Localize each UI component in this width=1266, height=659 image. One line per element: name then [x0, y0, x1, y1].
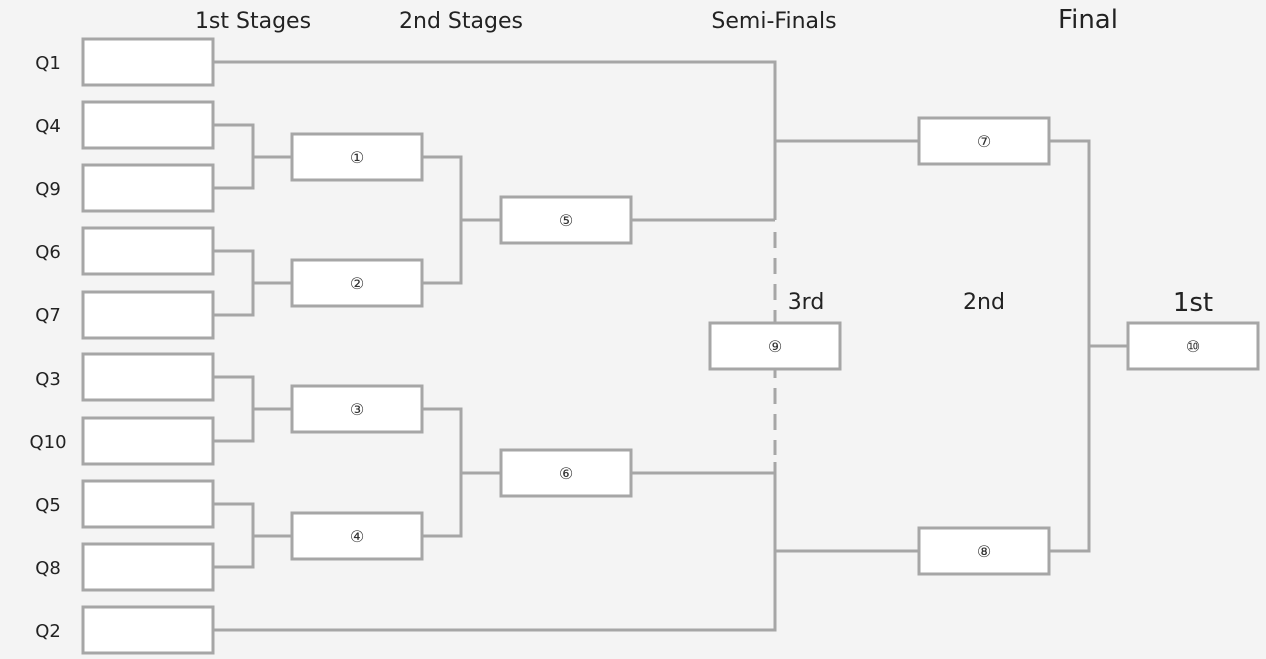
connector-m3-m4	[422, 407, 501, 538]
match-number: ①	[350, 148, 364, 167]
match-box-6: ⑥	[499, 448, 633, 498]
qualifier-label-q1: Q1	[35, 53, 61, 74]
qualifier-label-q7: Q7	[35, 305, 61, 326]
entry-box-q6	[81, 226, 215, 276]
header-semi-finals: Semi-Finals	[711, 9, 836, 34]
match-number: ②	[350, 274, 364, 293]
match-number: ③	[350, 400, 364, 419]
entry-box-q3	[81, 352, 215, 402]
match-number: ⑦	[977, 132, 991, 151]
match-box-1: ①	[290, 132, 424, 182]
match-box-2: ②	[290, 258, 424, 308]
place-label-third: 3rd	[788, 290, 825, 315]
qualifier-label-q9: Q9	[35, 179, 61, 200]
connector-final	[1049, 139, 1128, 553]
qualifier-label-q2: Q2	[35, 621, 61, 642]
header-1st-stages: 1st Stages	[195, 9, 311, 34]
qualifier-label-q4: Q4	[35, 116, 61, 137]
entry-box-q5	[81, 479, 215, 529]
header-final: Final	[1058, 5, 1118, 35]
match-box-10-final: ⑩	[1126, 321, 1260, 371]
match-box-8: ⑧	[917, 526, 1051, 576]
qualifier-label-q6: Q6	[35, 242, 61, 263]
qualifier-label-q8: Q8	[35, 558, 61, 579]
connector-q3-q10	[213, 375, 292, 443]
match-number: ⑨	[768, 337, 782, 356]
connector-q6-q7	[213, 249, 292, 317]
entry-box-q7	[81, 290, 215, 340]
entry-box-q4	[81, 100, 215, 150]
entry-box-q1	[81, 37, 215, 87]
entry-box-q2	[81, 605, 215, 655]
match-number: ④	[350, 527, 364, 546]
place-label-second: 2nd	[963, 290, 1005, 315]
entry-box-q10	[81, 416, 215, 466]
place-label-first: 1st	[1173, 288, 1213, 318]
connector-m1-m2	[422, 155, 501, 285]
qualifier-label-q3: Q3	[35, 369, 61, 390]
entry-box-q9	[81, 163, 215, 213]
header-2nd-stages: 2nd Stages	[399, 9, 523, 34]
qualifier-label-q5: Q5	[35, 495, 61, 516]
match-number: ⑩	[1186, 337, 1200, 356]
match-number: ⑤	[559, 211, 573, 230]
connector-q2-semi	[213, 462, 777, 632]
match-box-4: ④	[290, 511, 424, 561]
match-box-5: ⑤	[499, 195, 633, 245]
connector-q5-q8	[213, 502, 292, 569]
match-number: ⑥	[559, 464, 573, 483]
connector-q4-q9	[213, 123, 292, 190]
entry-box-q8	[81, 542, 215, 592]
match-box-7: ⑦	[917, 116, 1051, 166]
match-box-9-third-place: ⑨	[708, 321, 842, 371]
match-box-3: ③	[290, 384, 424, 434]
qualifier-label-q10: Q10	[29, 432, 66, 453]
match-number: ⑧	[977, 542, 991, 561]
connector-q1-semi	[213, 60, 777, 220]
